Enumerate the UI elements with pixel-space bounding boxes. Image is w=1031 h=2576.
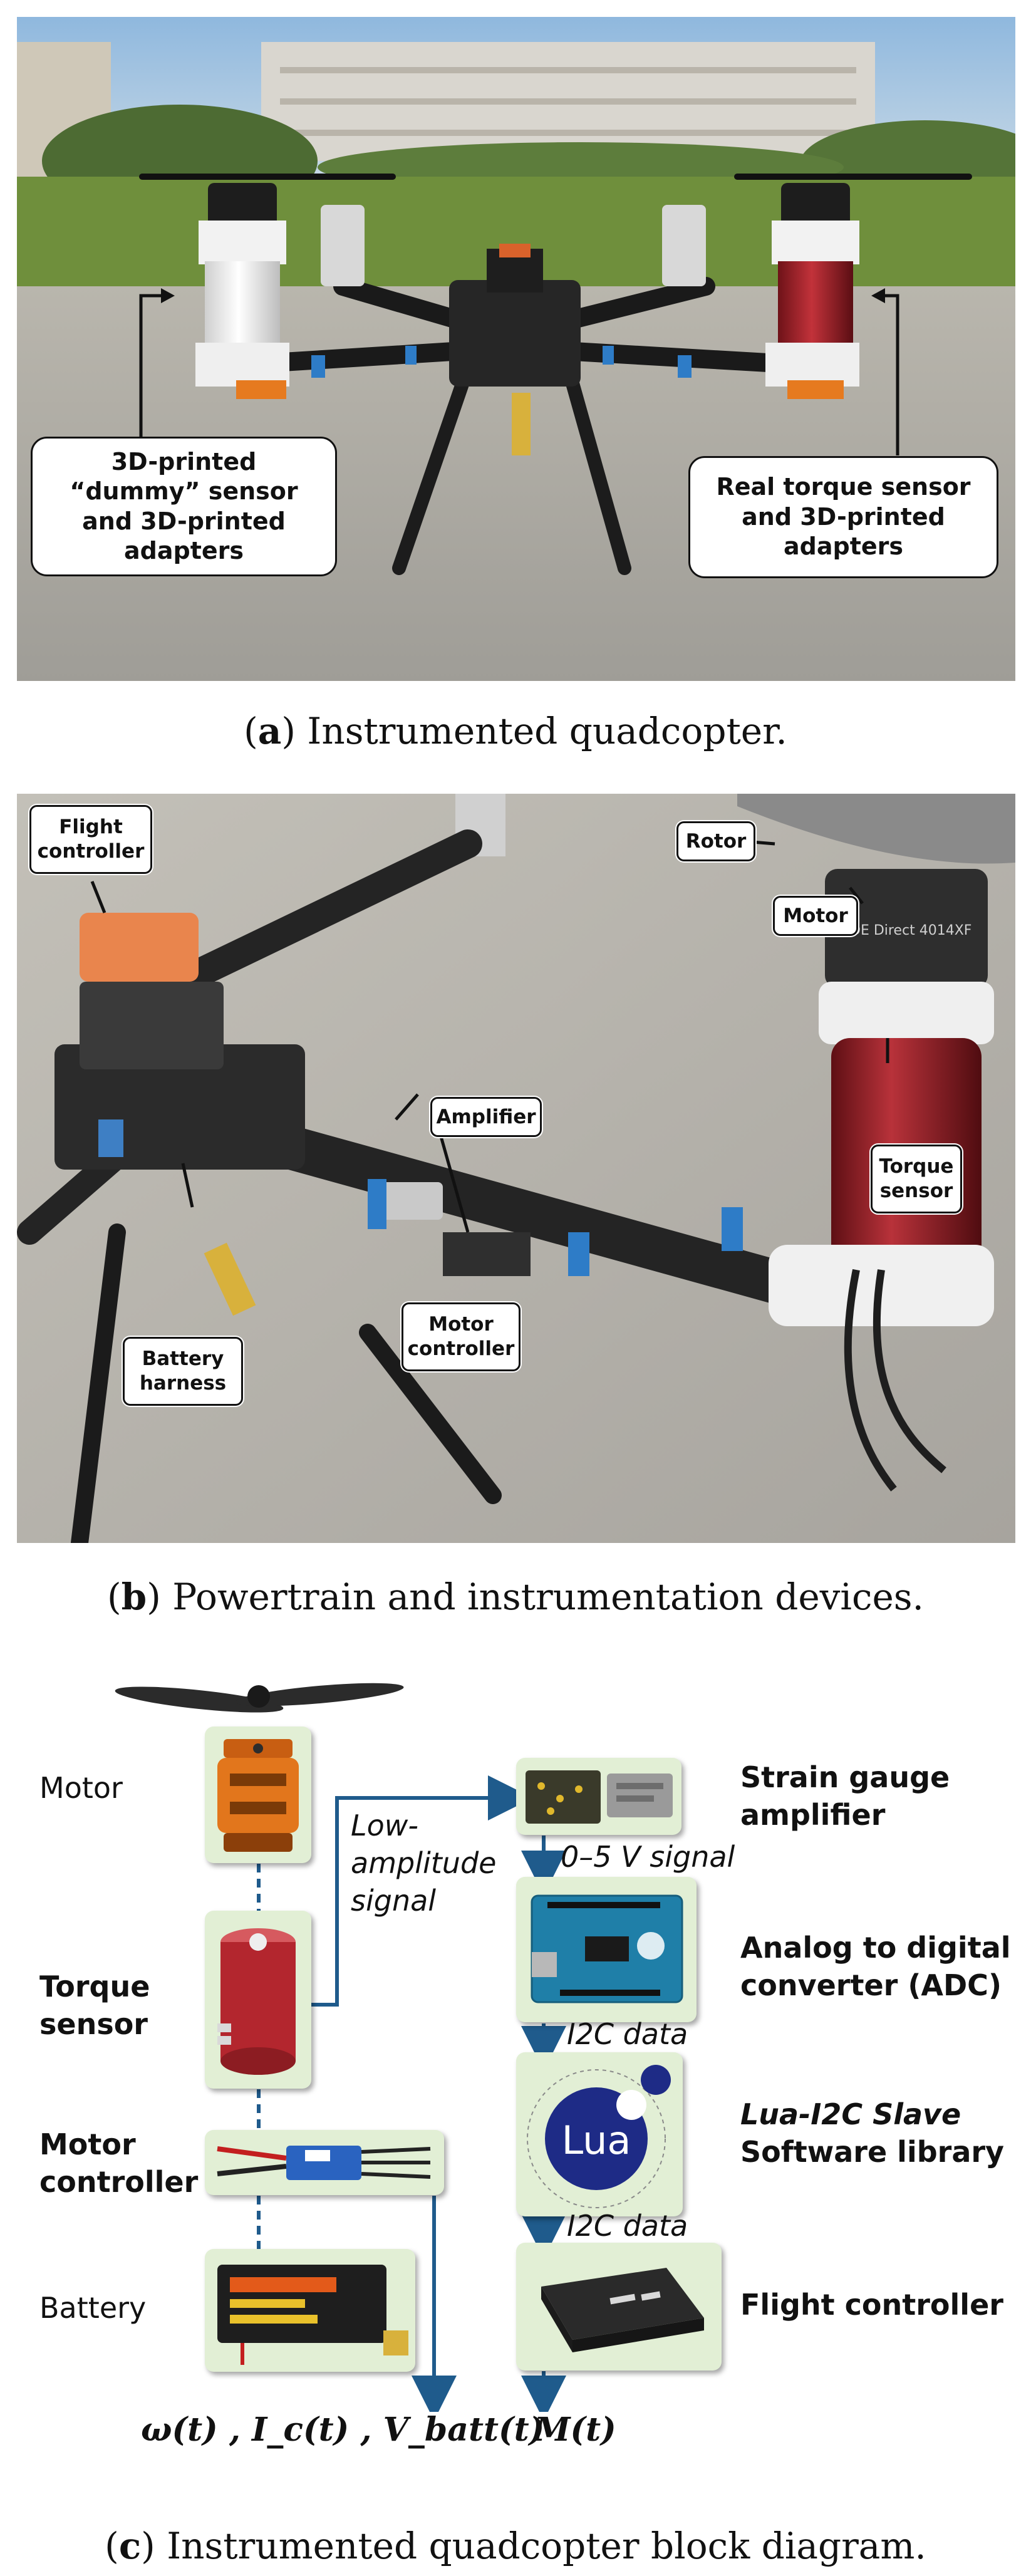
real-torque-sensor-callout: Real torque sensor and 3D-printed adapte… — [688, 456, 998, 578]
rotor-callout: Rotor — [676, 821, 755, 861]
caption-a-letter: a — [257, 710, 282, 752]
caption-b-text: Powertrain and instrumentation devices. — [160, 1576, 924, 1618]
motor-controller-card — [205, 2130, 444, 2195]
block-diagram-connectors — [115, 1683, 566, 2412]
battery-label: Battery — [39, 2291, 147, 2325]
i2c-data-label-2: I2C data — [567, 2209, 688, 2243]
battery-card — [205, 2249, 415, 2372]
motor-card — [205, 1727, 311, 1863]
lua-card: Lua — [516, 2052, 683, 2216]
propeller-icon — [115, 1683, 404, 1713]
motor-controller-label: Motor controller — [39, 2127, 199, 2199]
caption-c-text: Instrumented quadcopter block diagram. — [155, 2525, 926, 2567]
amplifier-label: Strain gauge amplifier — [740, 1760, 950, 1832]
quadcopter-photo — [17, 17, 1015, 681]
outputs-left: ω(t) , I_c(t) , V_batt(t) — [141, 2411, 545, 2449]
torque-sensor-callout: Torque sensor — [871, 1145, 962, 1213]
lua-logo-text: Lua — [562, 2117, 631, 2163]
motor-print: KDE Direct 4014XF — [841, 923, 972, 938]
low-amplitude-signal-label: Low-amplitude signal — [351, 1809, 497, 1918]
adc-card — [516, 1877, 697, 2022]
caption-c-letter: c — [118, 2525, 142, 2567]
lua-label: Lua-I2C Slave — [740, 2097, 961, 2131]
dummy-sensor-callout: 3D-printed “dummy” sensor and 3D-printed… — [31, 437, 337, 576]
adc-label: Analog to digital converter (ADC) — [740, 1931, 1011, 2002]
caption-a-text: Instrumented quadcopter. — [296, 710, 787, 752]
amplifier-card — [516, 1758, 681, 1835]
battery-harness-callout: Battery harness — [123, 1337, 243, 1406]
caption-a: (a) Instrumented quadcopter. — [244, 710, 787, 752]
i2c-data-label-1: I2C data — [567, 2017, 688, 2051]
motor-callout: Motor — [773, 896, 858, 936]
output-right: M(t) — [534, 2411, 616, 2449]
torque-sensor-label: Torque sensor — [39, 1970, 150, 2041]
flight-controller-card — [516, 2243, 722, 2371]
volt-signal-label: 0–5 V signal — [561, 1840, 735, 1874]
torque-sensor-card — [205, 1911, 311, 2089]
lua-sub-label: Software library — [740, 2135, 1005, 2169]
amplifier-callout: Amplifier — [430, 1097, 542, 1137]
flight-controller-label: Flight controller — [740, 2288, 1003, 2322]
caption-b: (b) Powertrain and instrumentation devic… — [107, 1576, 924, 1618]
caption-c: (c) Instrumented quadcopter block diagra… — [105, 2525, 926, 2567]
caption-b-letter: b — [121, 1576, 147, 1618]
powertrain-photo: KDE Direct 4014XF — [17, 794, 1015, 1543]
motor-controller-callout: Motor controller — [402, 1302, 521, 1371]
flight-controller-callout: Flight controller — [29, 805, 152, 874]
motor-label: Motor — [39, 1771, 123, 1805]
